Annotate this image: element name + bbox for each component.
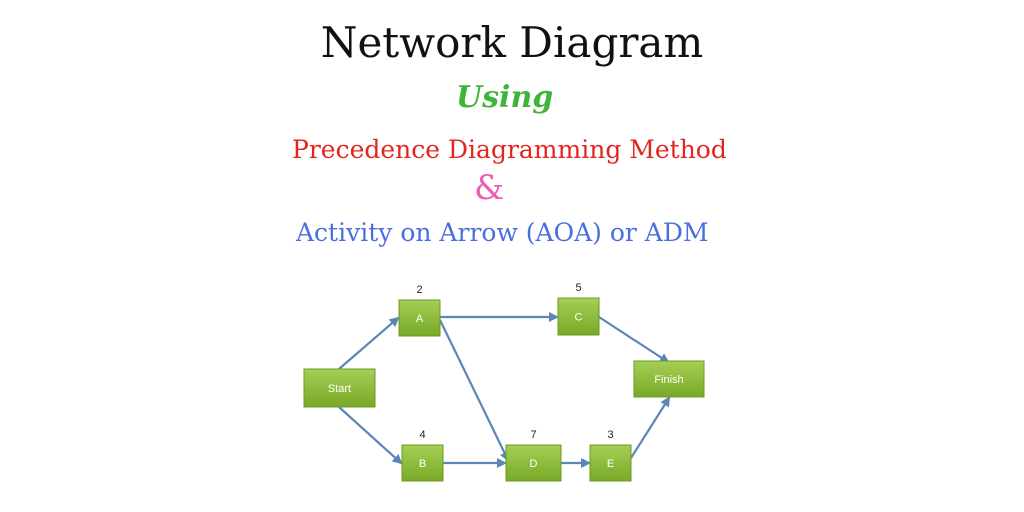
- using-subtitle: Using: [456, 80, 554, 115]
- edge-start-to-a: [338, 316, 400, 370]
- edge-start-to-b: [338, 406, 403, 465]
- ampersand-label: &: [474, 168, 505, 208]
- duration-label-e: 3: [607, 429, 613, 441]
- node-box-d: [505, 444, 562, 482]
- node-box-c: [557, 297, 600, 336]
- node-label-c: C: [575, 312, 583, 324]
- precedence-method-label: Precedence Diagramming Method: [292, 135, 727, 164]
- duration-label-c: 5: [575, 282, 581, 294]
- aoa-method-label: Activity on Arrow (AOA) or ADM: [296, 218, 709, 247]
- node-label-start: Start: [328, 383, 351, 395]
- node-box-finish: [633, 360, 705, 398]
- edge-e-to-finish: [630, 396, 671, 459]
- node-c: C5: [557, 282, 600, 336]
- node-label-a: A: [416, 313, 424, 325]
- node-box-start: [303, 368, 376, 408]
- duration-label-b: 4: [419, 429, 425, 441]
- node-box-a: [398, 299, 441, 337]
- node-label-d: D: [530, 458, 538, 470]
- node-label-finish: Finish: [654, 374, 683, 386]
- edge-a-to-d: [439, 319, 510, 462]
- duration-label-d: 7: [530, 429, 536, 441]
- duration-label-a: 2: [416, 284, 422, 296]
- node-a: A2: [398, 284, 441, 337]
- page-title: Network Diagram: [320, 18, 704, 67]
- node-label-b: B: [419, 458, 426, 470]
- node-b: B4: [401, 429, 444, 482]
- node-box-b: [401, 444, 444, 482]
- node-d: D7: [505, 429, 562, 482]
- node-box-e: [589, 444, 632, 482]
- node-finish: Finish: [633, 360, 705, 398]
- node-start: Start: [303, 368, 376, 408]
- node-e: E3: [589, 429, 632, 482]
- edge-c-to-finish: [598, 316, 670, 364]
- node-label-e: E: [607, 458, 614, 470]
